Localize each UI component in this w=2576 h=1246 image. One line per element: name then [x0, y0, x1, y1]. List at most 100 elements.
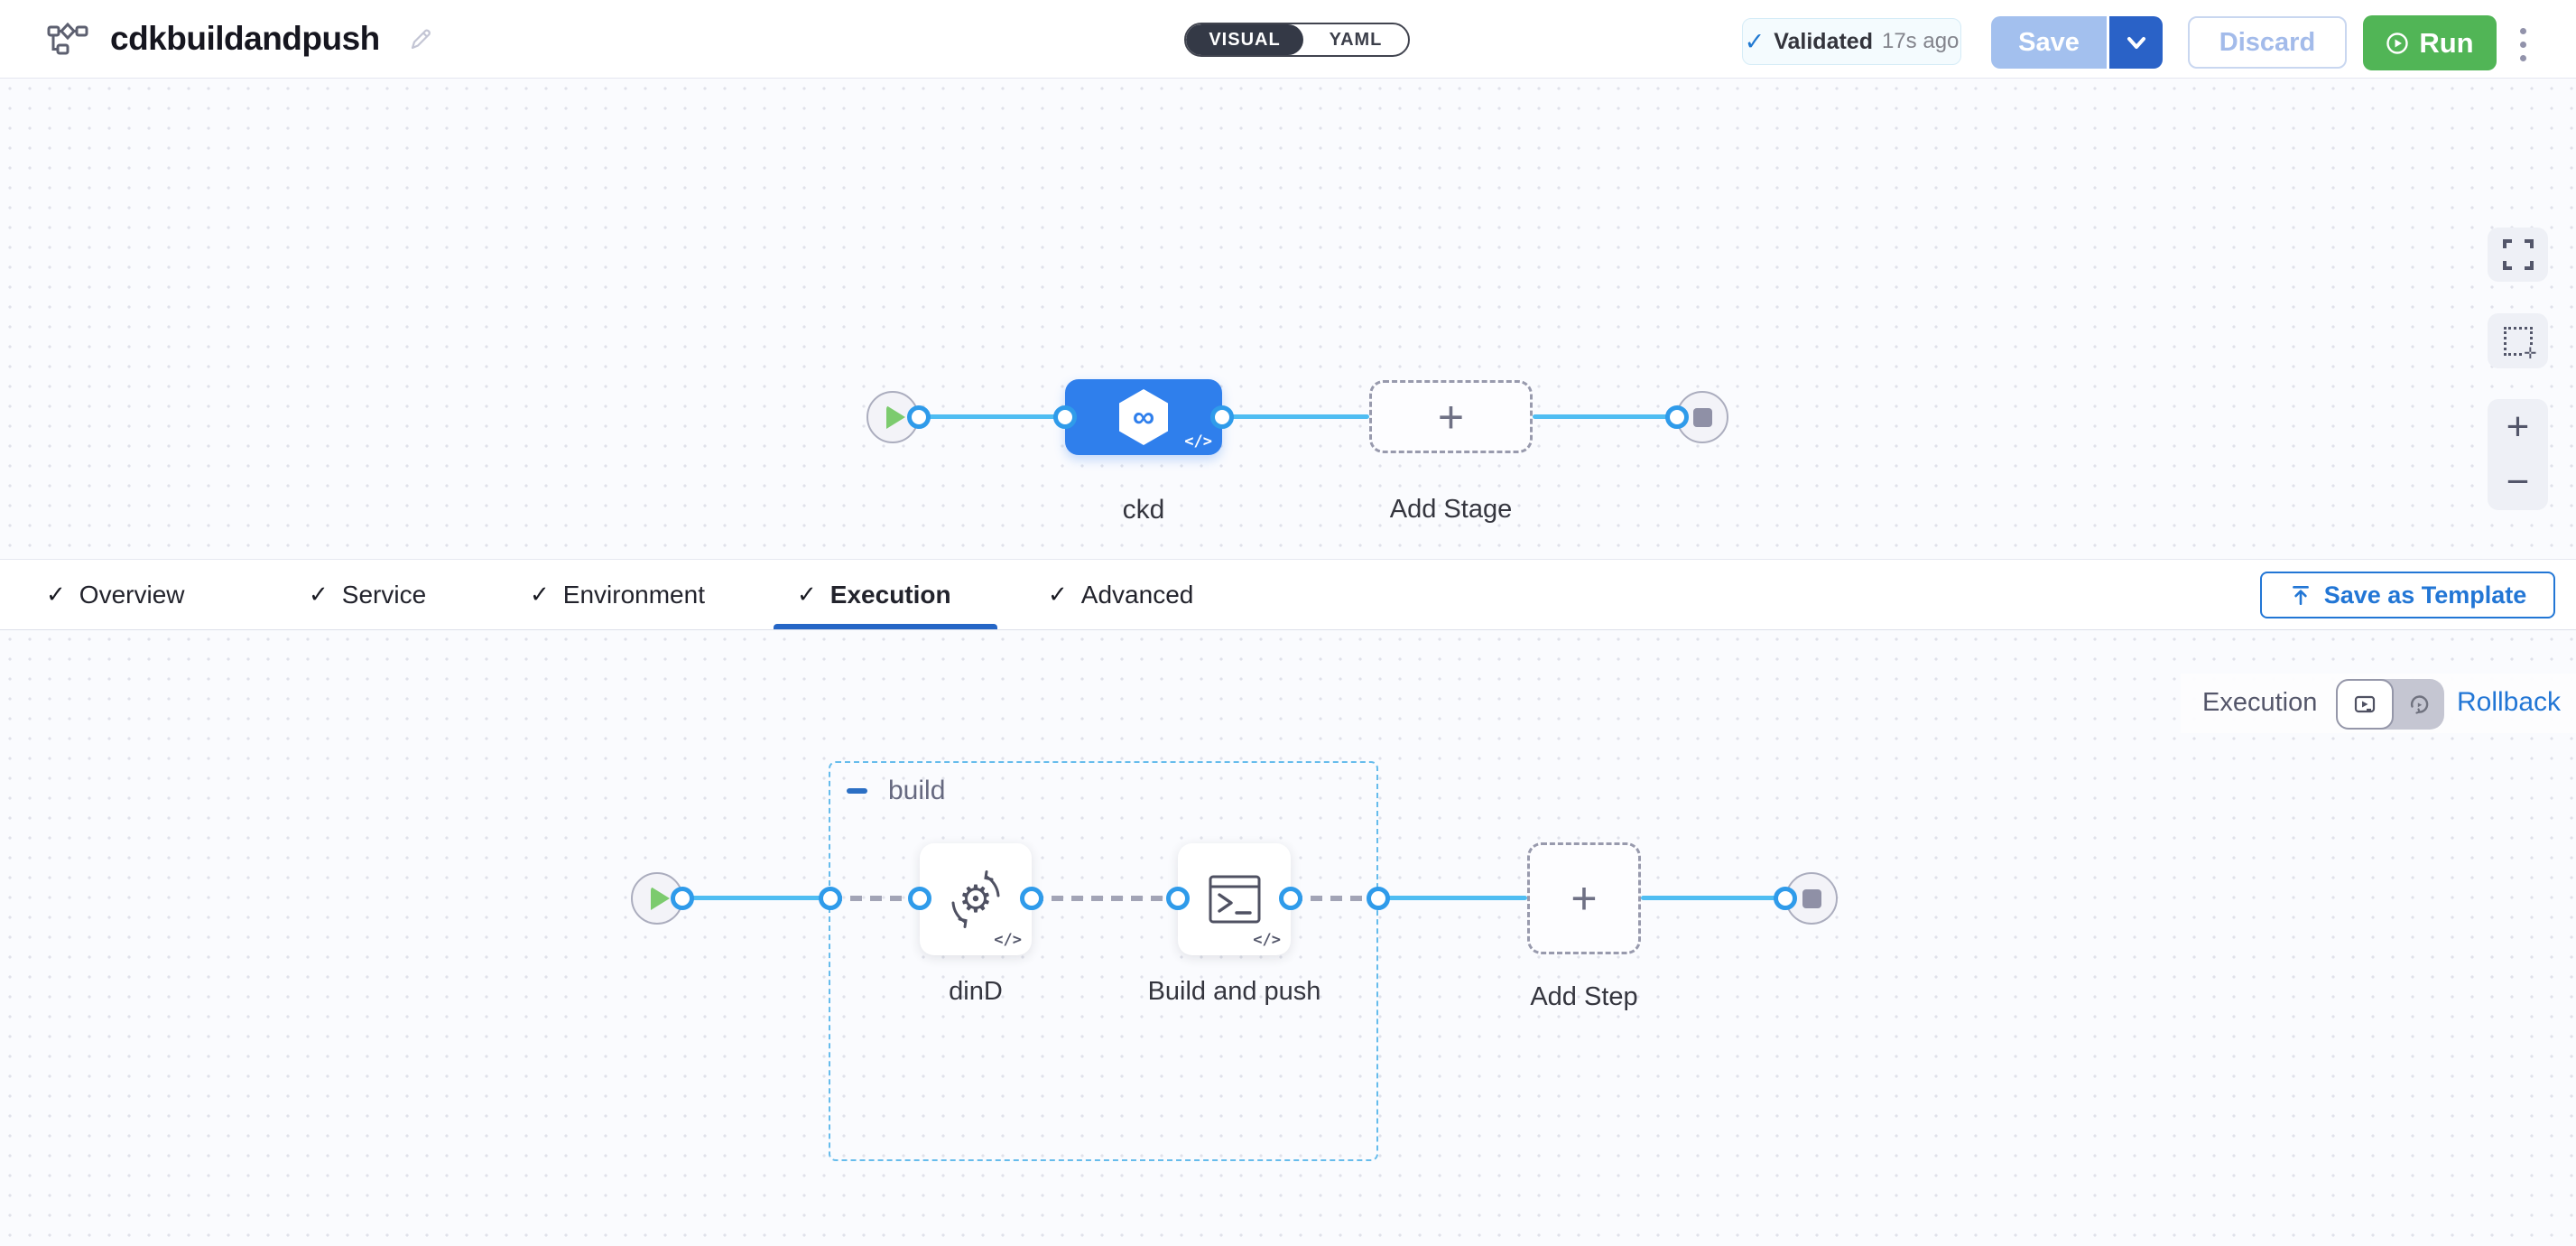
selection-cursor-icon: ✛ — [2524, 344, 2537, 362]
step-group-label: build — [888, 776, 946, 805]
connector-dot[interactable] — [671, 887, 694, 910]
connector-line — [919, 414, 1065, 419]
connector-dot[interactable] — [819, 887, 842, 910]
tab-label: Execution — [829, 580, 951, 609]
save-as-template-button[interactable]: Save as Template — [2260, 572, 2555, 618]
execution-start-node[interactable] — [631, 872, 683, 925]
more-options-menu[interactable] — [2516, 24, 2530, 65]
validated-check-icon: ✓ — [1744, 27, 1765, 55]
step-group-build[interactable] — [829, 761, 1378, 1161]
stage-canvas[interactable] — [0, 79, 2576, 559]
connector-line-dashed — [1291, 896, 1378, 901]
zoom-out-button[interactable]: − — [2488, 455, 2548, 511]
check-icon: ✓ — [797, 581, 817, 608]
add-stage-button[interactable]: + — [1369, 380, 1533, 453]
play-icon — [886, 405, 905, 429]
tab-environment[interactable]: ✓ Environment — [530, 560, 705, 629]
connector-dot[interactable] — [907, 405, 931, 429]
rollback-icon — [2406, 692, 2432, 717]
tab-service[interactable]: ✓ Service — [309, 560, 426, 629]
stage-config-tabs: ✓ Overview ✓ Service ✓ Environment ✓ Exe… — [0, 559, 2576, 630]
ci-stage-icon: ∞ — [1117, 388, 1170, 446]
pipeline-end-node[interactable] — [1676, 391, 1728, 443]
connector-dot[interactable] — [1166, 887, 1190, 910]
connector-dot[interactable] — [1665, 405, 1689, 429]
connector-dot[interactable] — [1020, 887, 1043, 910]
pipeline-icon — [47, 23, 88, 55]
save-button[interactable]: Save — [1991, 16, 2107, 69]
save-split-button: Save — [1991, 16, 2163, 69]
plus-icon: + — [1571, 873, 1598, 924]
zoom-controls: + − — [2488, 399, 2548, 510]
tab-label: Overview — [79, 580, 185, 609]
plus-icon: + — [1437, 391, 1465, 442]
code-icon: </> — [1253, 931, 1281, 949]
step-label: dinD — [949, 977, 1003, 1006]
upload-icon — [2289, 583, 2312, 607]
check-icon: ✓ — [309, 581, 329, 608]
run-button[interactable]: Run — [2363, 15, 2497, 70]
kebab-dot — [2520, 55, 2526, 61]
stop-icon — [1802, 888, 1821, 908]
minus-icon: − — [2506, 460, 2530, 505]
plus-icon: + — [2506, 404, 2530, 449]
tab-label: Advanced — [1080, 580, 1194, 609]
connector-dot[interactable] — [1367, 887, 1390, 910]
chevron-down-icon — [2127, 36, 2146, 50]
connector-dot[interactable] — [1774, 887, 1797, 910]
fullscreen-button[interactable] — [2488, 228, 2548, 282]
save-as-template-label: Save as Template — [2323, 581, 2527, 609]
collapse-group-icon[interactable] — [847, 788, 867, 794]
save-options-button[interactable] — [2107, 16, 2163, 69]
multi-select-button[interactable]: ✛ — [2488, 313, 2548, 368]
validated-label: Validated — [1774, 28, 1873, 54]
kebab-dot — [2520, 28, 2526, 34]
connector-line — [682, 896, 830, 900]
rollback-view-button[interactable] — [2394, 679, 2444, 730]
check-icon: ✓ — [1048, 581, 1068, 608]
yaml-toggle-button[interactable]: YAML — [1329, 29, 1383, 50]
check-icon: ✓ — [46, 581, 66, 608]
add-step-button[interactable]: + — [1527, 842, 1641, 954]
stage-node-ckd[interactable]: ∞ </> — [1065, 379, 1222, 455]
page-title: cdkbuildandpush — [110, 20, 380, 57]
connector-dot[interactable] — [908, 887, 931, 910]
run-play-icon — [2386, 32, 2409, 55]
tab-overview[interactable]: ✓ Overview — [46, 560, 185, 629]
discard-button[interactable]: Discard — [2188, 16, 2347, 69]
kebab-dot — [2520, 42, 2526, 48]
tab-label: Environment — [562, 580, 705, 609]
execution-mode-label: Execution — [2202, 688, 2318, 717]
visual-toggle-button[interactable]: VISUAL — [1186, 24, 1303, 55]
step-node-build-and-push[interactable]: </> — [1178, 843, 1291, 955]
run-step-terminal-icon — [1209, 875, 1261, 924]
check-icon: ✓ — [530, 581, 550, 608]
code-icon: </> — [1184, 432, 1212, 451]
connector-line — [1378, 896, 1527, 900]
step-node-dind[interactable]: ⚙ </> — [920, 843, 1032, 955]
edit-title-icon[interactable] — [407, 25, 434, 52]
validated-badge[interactable]: ✓ Validated 17s ago — [1742, 18, 1961, 65]
add-step-label: Add Step — [1530, 982, 1638, 1011]
fullscreen-icon — [2501, 237, 2535, 272]
selection-box-icon: ✛ — [2503, 326, 2537, 361]
connector-line — [1222, 414, 1369, 419]
stage-label: ckd — [1122, 495, 1165, 525]
add-stage-label: Add Stage — [1389, 495, 1513, 524]
connector-dot[interactable] — [1279, 887, 1302, 910]
connector-dot[interactable] — [1210, 405, 1234, 429]
tab-advanced[interactable]: ✓ Advanced — [1048, 560, 1193, 629]
infinity-glyph: ∞ — [1133, 400, 1154, 434]
gear-glyph: ⚙ — [959, 877, 993, 921]
execution-end-node[interactable] — [1785, 872, 1838, 925]
stop-icon — [1692, 407, 1712, 427]
zoom-in-button[interactable]: + — [2488, 399, 2548, 455]
step-label: Build and push — [1147, 977, 1321, 1006]
docker-dind-icon: ⚙ — [946, 869, 1005, 929]
connector-dot[interactable] — [1053, 405, 1077, 429]
execution-view-button[interactable] — [2336, 679, 2394, 730]
tab-execution[interactable]: ✓ Execution — [797, 560, 951, 629]
active-tab-underline — [774, 624, 997, 629]
rollback-link[interactable]: Rollback — [2457, 687, 2562, 717]
